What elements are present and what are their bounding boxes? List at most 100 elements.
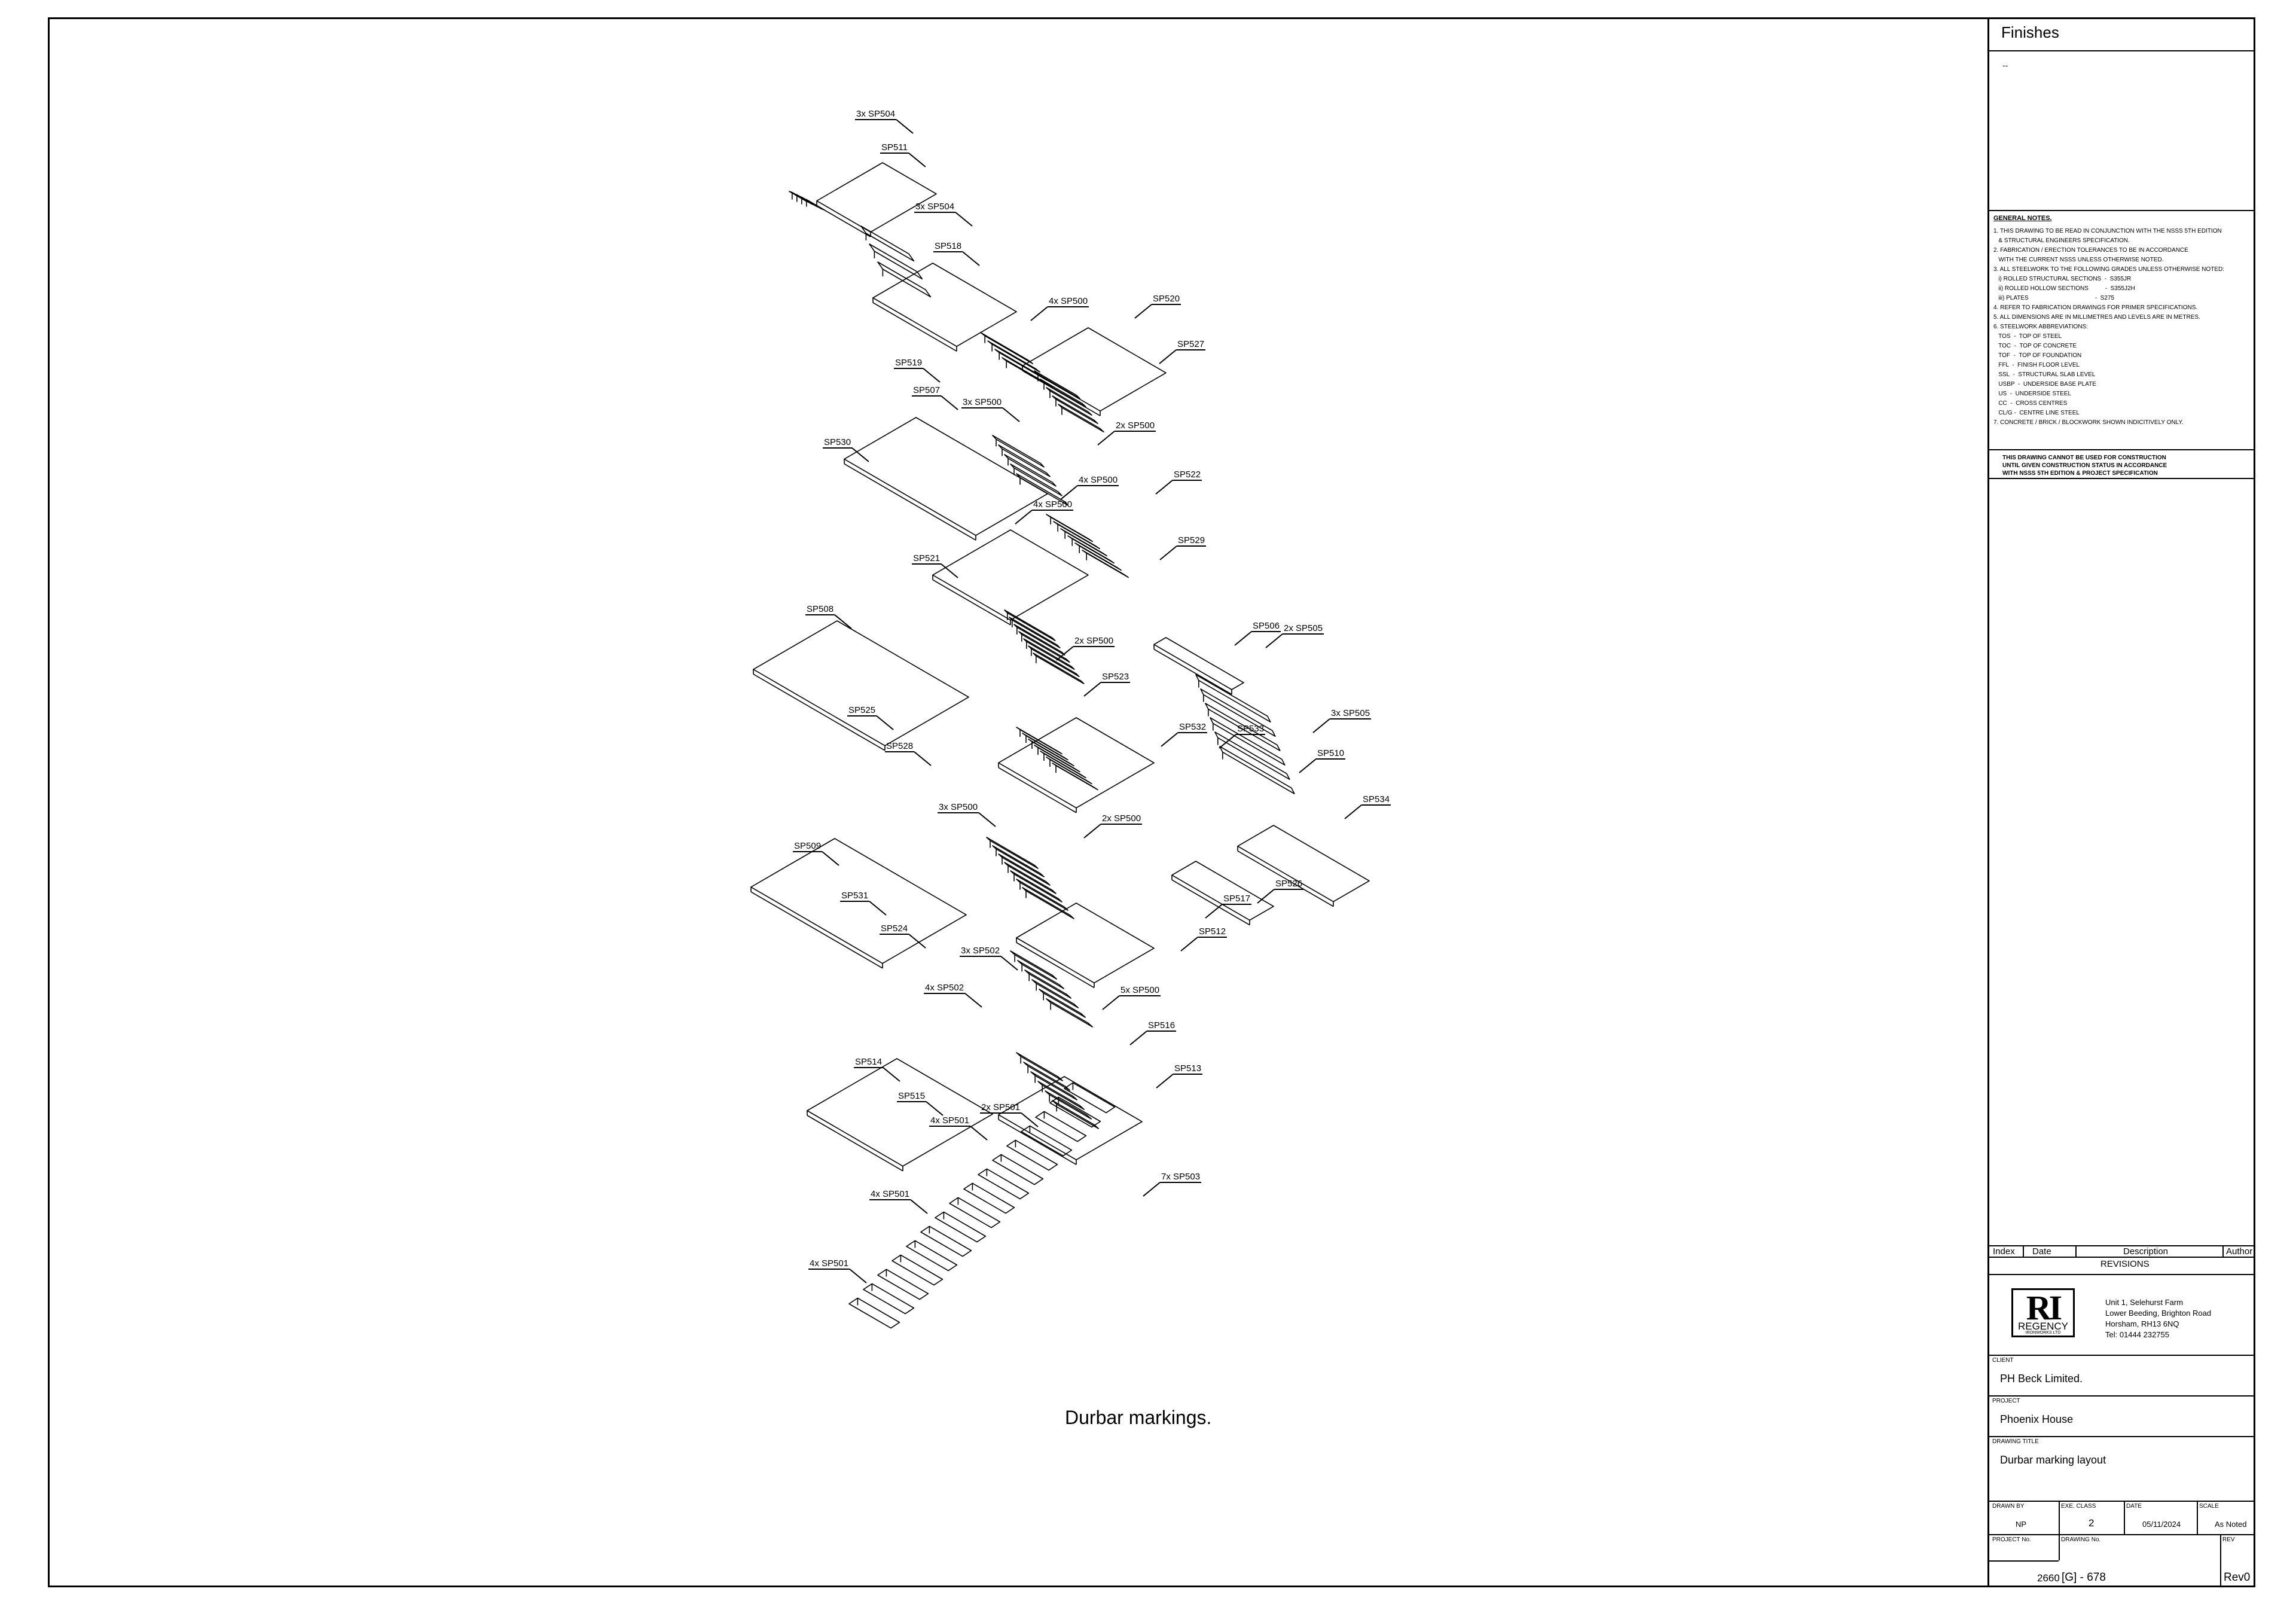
part-label: SP524 (881, 923, 908, 934)
part-label: 4x SP501 (871, 1189, 909, 1199)
stair-edge (753, 673, 886, 751)
part-label: SP517 (1223, 894, 1250, 904)
leader-line (1205, 904, 1223, 919)
stair-outline (1010, 464, 1062, 496)
stair-outline (1037, 1081, 1085, 1110)
general-notes-title: GENERAL NOTES. (1993, 215, 2052, 222)
part-label: SP512 (1199, 926, 1226, 937)
part-label: 2x SP500 (1074, 636, 1113, 646)
stair-outline (998, 1076, 1143, 1160)
leader-line (926, 1101, 944, 1116)
drawing-date: 05/11/2024 (2142, 1520, 2181, 1529)
part-label: 4x SP502 (925, 983, 964, 993)
stair-outline (963, 1182, 1015, 1214)
stair-outline (1060, 528, 1107, 557)
general_notes-line: 2. FABRICATION / ERECTION TOLERANCES TO … (1993, 247, 2188, 254)
leader-line (896, 119, 914, 134)
stair-outline (1022, 733, 1068, 761)
stair-outline (1237, 825, 1370, 903)
stair-outline (987, 340, 1040, 373)
rev-header-author: Author (2226, 1246, 2253, 1257)
part-label: SP509 (794, 841, 821, 851)
stair-outline (1010, 950, 1057, 980)
part-label: 3x SP504 (915, 202, 954, 212)
stair-outline (753, 620, 969, 746)
part-label: 4x SP500 (1079, 475, 1118, 485)
leader-line (1265, 633, 1283, 648)
part-label: 2x SP500 (1102, 813, 1141, 824)
stair-outline (1200, 688, 1276, 737)
general_notes-line: i) ROLLED STRUCTURAL SECTIONS - S355JR (1993, 276, 2132, 282)
stair-outline (992, 1154, 1044, 1185)
general_notes-line: WITH THE CURRENT NSSS UNLESS OTHERWISE N… (1993, 257, 2164, 263)
stair-outline (1023, 1062, 1070, 1091)
stair-outline (1210, 717, 1286, 766)
leader-line (908, 153, 926, 167)
drawing-no-label: DRAWING No. (2061, 1536, 2101, 1543)
stair-edge (1016, 942, 1095, 989)
stair-outline (860, 225, 915, 262)
stair-outline (1052, 395, 1098, 425)
warning-line: WITH NSSS 5TH EDITION & PROJECT SPECIFIC… (2002, 470, 2158, 477)
stair-outline (1017, 960, 1064, 989)
leader-line (923, 368, 941, 383)
stair-edge (998, 767, 1077, 813)
part-label: 4x SP500 (1049, 296, 1088, 306)
leader-line (1257, 889, 1275, 904)
leader-line (908, 934, 926, 949)
stair-outline (1023, 638, 1075, 670)
part-label: SP526 (1275, 879, 1302, 889)
leader-line (1156, 1074, 1174, 1089)
stair-outline (1049, 1096, 1101, 1128)
date-label: DATE (2126, 1503, 2142, 1510)
part-label: 3x SP502 (961, 946, 1000, 956)
client-name: PH Beck Limited. (2000, 1373, 2083, 1385)
leader-line (1060, 485, 1078, 500)
part-label: SP533 (1237, 724, 1264, 734)
drawing-frame (48, 17, 2255, 1587)
stair-outline (1004, 454, 1057, 487)
stair-outline (1064, 1082, 1116, 1114)
stair-outline (1082, 550, 1129, 578)
exe-class-label: EXE. CLASS (2061, 1503, 2096, 1510)
stair-outline (998, 853, 1051, 886)
part-label: SP522 (1174, 469, 1201, 480)
drawing-title: Durbar marking layout (2000, 1454, 2106, 1466)
part-label: SP510 (1317, 748, 1344, 758)
warning-line: UNTIL GIVEN CONSTRUCTION STATUS IN ACCOR… (2002, 462, 2167, 469)
stair-outline (1016, 903, 1155, 984)
part-label: SP534 (1363, 794, 1390, 804)
drawing-no: [G] - 678 (2062, 1571, 2106, 1584)
leader-line (1097, 431, 1115, 446)
leader-line (1312, 718, 1330, 733)
part-label: SP507 (913, 385, 940, 395)
leader-line (962, 251, 980, 266)
general_notes-line: TOC - TOP OF CONCRETE (1993, 343, 2077, 349)
leader-line (1002, 407, 1020, 422)
exe-class: 2 (2089, 1517, 2095, 1529)
stair-outline (1058, 404, 1104, 433)
leader-line (1021, 1112, 1039, 1127)
stair-outline (1046, 514, 1093, 542)
general_notes-line: & STRUCTURAL ENGINEERS SPECIFICATION. (1993, 237, 2130, 244)
stair-outline (1004, 862, 1057, 894)
stair-outline (1205, 703, 1281, 751)
part-label: SP527 (1177, 339, 1204, 349)
leader-line (822, 851, 839, 866)
stair-outline (1034, 370, 1080, 400)
project-label: PROJECT (1992, 1398, 2020, 1404)
leader-line (883, 1067, 900, 1082)
drawing-scale: As Noted (2215, 1520, 2247, 1529)
stair-edge (807, 1115, 903, 1172)
part-label: SP514 (855, 1057, 882, 1067)
part-label: 4x SP500 (1033, 499, 1072, 510)
leader-line (1102, 995, 1120, 1010)
stair-outline (935, 1211, 987, 1243)
stair-outline (998, 444, 1051, 477)
rev-value: Rev0 (2224, 1571, 2251, 1584)
company-logo: RI REGENCY IRONWORKS LTD (2011, 1288, 2075, 1337)
stair-edge (1153, 648, 1232, 695)
construction-warning: THIS DRAWING CANNOT BE USED FOR CONSTRUC… (2002, 454, 2167, 477)
part-label: 2x SP505 (1284, 623, 1323, 633)
